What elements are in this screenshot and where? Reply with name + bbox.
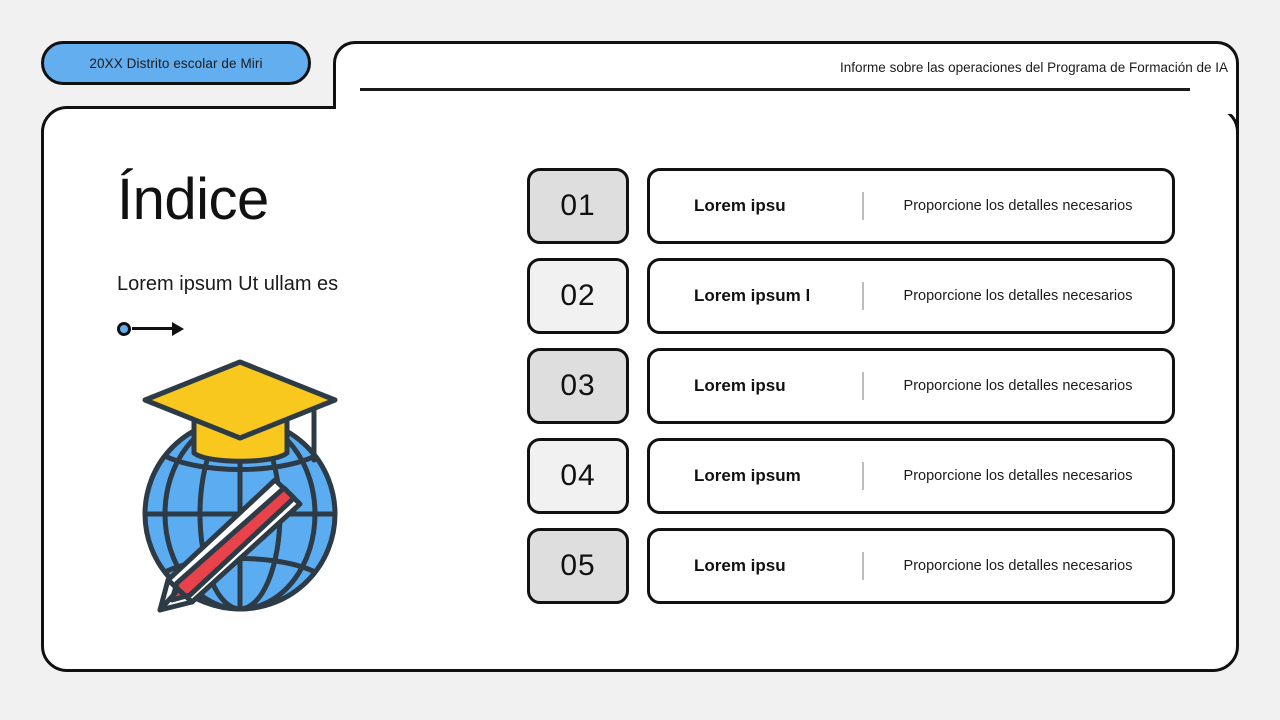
list-item-number-box: 02 [527,258,629,334]
list-item-divider [862,462,864,490]
list-item-divider [862,282,864,310]
list-item-description: Proporcione los detalles necesarios [903,288,1133,304]
list-item[interactable]: 03 Lorem ipsu Proporcione los detalles n… [527,348,1175,424]
list-item[interactable]: 01 Lorem ipsu Proporcione los detalles n… [527,168,1175,244]
list-item-title: Lorem ipsum [694,466,801,485]
list-item-title: Lorem ipsum l [694,286,811,305]
list-item-text-box[interactable]: Lorem ipsu Proporcione los detalles nece… [647,168,1175,244]
year-district-badge: 20XX Distrito escolar de Miri [41,41,311,85]
list-item-text-box[interactable]: Lorem ipsu Proporcione los detalles nece… [647,528,1175,604]
arrow-head [172,321,184,336]
list-item-text-box[interactable]: Lorem ipsu Proporcione los detalles nece… [647,348,1175,424]
list-item[interactable]: 02 Lorem ipsum l Proporcione los detalle… [527,258,1175,334]
list-item-text-box[interactable]: Lorem ipsum l Proporcione los detalles n… [647,258,1175,334]
list-item-divider [862,552,864,580]
list-item-number: 04 [560,459,596,492]
list-item-title: Lorem ipsu [694,556,786,575]
list-item-number-box: 01 [527,168,629,244]
list-item-number: 01 [560,189,596,222]
arrow-dot [117,321,131,336]
arrow-right-icon [117,318,187,340]
arrow-line [132,327,178,331]
list-item-title: Lorem ipsu [694,196,786,215]
page-subtitle: Lorem ipsum Ut ullam es [117,272,339,295]
year-district-badge-label: 20XX Distrito escolar de Miri [89,55,263,71]
list-item-description: Proporcione los detalles necesarios [903,558,1133,574]
graduation-globe-pencil-icon [132,352,352,620]
list-item-number: 05 [560,549,596,582]
list-item[interactable]: 04 Lorem ipsum Proporcione los detalles … [527,438,1175,514]
list-item-number-box: 05 [527,528,629,604]
left-column: Índice Lorem ipsum Ut ullam es [117,167,477,340]
list-item-divider [862,372,864,400]
frame-merge-mask [336,100,1236,114]
list-item-number: 02 [560,279,596,312]
header-divider-rule [360,88,1190,91]
list-item-divider [862,192,864,220]
list-item-description: Proporcione los detalles necesarios [903,468,1133,484]
list-item[interactable]: 05 Lorem ipsu Proporcione los detalles n… [527,528,1175,604]
header-title: Informe sobre las operaciones del Progra… [840,60,1228,75]
list-item-number-box: 04 [527,438,629,514]
page-title: Índice [117,167,269,232]
list-item-title: Lorem ipsu [694,376,786,395]
list-item-text-box[interactable]: Lorem ipsum Proporcione los detalles nec… [647,438,1175,514]
index-list: 01 Lorem ipsu Proporcione los detalles n… [527,168,1175,618]
list-item-description: Proporcione los detalles necesarios [903,198,1133,214]
list-item-description: Proporcione los detalles necesarios [903,378,1133,394]
list-item-number-box: 03 [527,348,629,424]
list-item-number: 03 [560,369,596,402]
